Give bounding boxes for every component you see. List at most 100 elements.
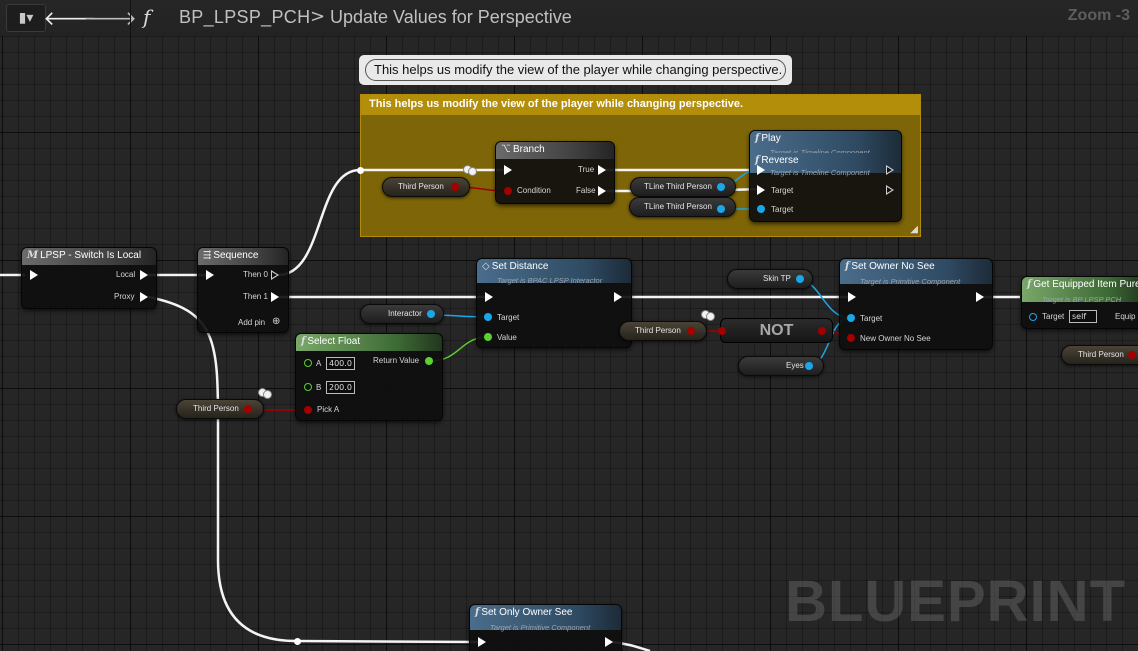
variable-tline-third-person[interactable]: TLine Third Person	[630, 177, 736, 197]
exec-out-pin[interactable]	[614, 292, 622, 302]
exec-in-pin[interactable]	[848, 292, 856, 302]
a-pin[interactable]	[304, 359, 312, 367]
object-out-pin[interactable]	[796, 275, 804, 283]
node-set-distance[interactable]: ◇Set Distance Target is BPAC LPSP Intera…	[476, 258, 632, 348]
object-out-pin[interactable]	[805, 362, 813, 370]
exec-out-then1-pin[interactable]	[271, 292, 279, 302]
b-value-field[interactable]: 200.0	[326, 381, 355, 394]
function-icon: f	[845, 261, 850, 272]
function-icon: f	[475, 607, 480, 618]
node-not[interactable]: NOT	[720, 318, 833, 343]
add-pin-button[interactable]: Add pin	[238, 318, 266, 327]
exec-out-proxy-pin[interactable]	[140, 292, 148, 302]
exec-out-pin[interactable]	[605, 637, 613, 647]
exec-in-pin[interactable]	[757, 165, 765, 175]
target-pin[interactable]	[757, 205, 765, 213]
watch-value-icon[interactable]	[258, 388, 272, 399]
resize-handle-icon[interactable]: ◢	[910, 224, 918, 235]
variable-third-person[interactable]: Third Person	[176, 399, 264, 419]
exec-out-local-pin[interactable]	[140, 270, 148, 280]
bool-out-pin[interactable]	[451, 183, 459, 191]
pin-label-local: Local	[116, 270, 136, 279]
exec-in-pin[interactable]	[485, 292, 493, 302]
pin-label-pick-a: Pick A	[317, 405, 340, 414]
bool-out-pin[interactable]	[1128, 351, 1136, 359]
object-out-pin[interactable]	[717, 205, 725, 213]
target-pin[interactable]	[1029, 313, 1037, 321]
target-pin[interactable]	[847, 314, 855, 322]
comment-title[interactable]: This helps us modify the view of the pla…	[361, 95, 920, 115]
node-subtitle: Target is BPAC LPSP Interactor	[497, 276, 603, 285]
not-out-pin[interactable]	[818, 327, 826, 335]
exec-out-pin[interactable]	[976, 292, 984, 302]
reroute-knot[interactable]	[357, 167, 364, 174]
variable-eyes[interactable]: Eyes	[738, 356, 824, 376]
reroute-knot[interactable]	[294, 638, 301, 645]
exec-out-then0-pin[interactable]	[271, 270, 279, 280]
exec-in-pin[interactable]	[757, 185, 765, 195]
blueprint-watermark: BLUEPRINT	[785, 569, 1126, 634]
variable-third-person[interactable]: Third Person	[1061, 345, 1138, 365]
exec-out-pin[interactable]	[886, 165, 894, 175]
bookmark-dropdown-button[interactable]: ▮▾	[6, 4, 46, 32]
node-title: Branch	[513, 144, 545, 155]
value-pin[interactable]	[484, 333, 492, 341]
pin-label-then0: Then 0	[243, 270, 268, 279]
variable-third-person[interactable]: Third Person	[382, 177, 470, 197]
variable-third-person[interactable]: Third Person	[619, 321, 707, 341]
breadcrumb-function[interactable]: Update Values for Perspective	[330, 7, 572, 27]
exec-out-true-pin[interactable]	[598, 165, 606, 175]
exec-in-pin[interactable]	[478, 637, 486, 647]
add-pin-icon[interactable]: ⊕	[272, 316, 281, 327]
variable-interactor[interactable]: Interactor	[360, 304, 444, 324]
bool-out-pin[interactable]	[687, 327, 695, 335]
object-out-pin[interactable]	[427, 310, 435, 318]
object-out-pin[interactable]	[717, 183, 725, 191]
breadcrumb-blueprint[interactable]: BP_LPSP_PCH	[179, 7, 311, 27]
exec-out-false-pin[interactable]	[598, 186, 606, 196]
b-pin[interactable]	[304, 383, 312, 391]
pick-a-pin[interactable]	[304, 406, 312, 414]
comment-bubble-text: This helps us modify the view of the pla…	[365, 59, 786, 81]
variable-label: Third Person	[398, 182, 444, 191]
bool-out-pin[interactable]	[244, 405, 252, 413]
exec-out-pin[interactable]	[886, 185, 894, 195]
pin-label-a: A	[316, 359, 322, 368]
variable-skin-tp[interactable]: Skin TP	[727, 269, 813, 289]
exec-in-pin[interactable]	[30, 270, 38, 280]
watch-value-icon[interactable]	[463, 165, 477, 176]
pin-label-target: Target	[1042, 312, 1065, 321]
node-sequence[interactable]: ⇶Sequence	[197, 247, 289, 333]
node-branch[interactable]: ⌥Branch	[495, 141, 615, 204]
variable-label: Interactor	[388, 309, 422, 318]
breadcrumb-separator: >	[310, 6, 326, 27]
variable-label: Eyes	[786, 361, 804, 370]
variable-label: Skin TP	[763, 274, 791, 283]
pin-label-false: False	[576, 186, 596, 195]
pin-label-condition: Condition	[517, 186, 551, 195]
return-value-pin[interactable]	[425, 357, 433, 365]
exec-in-pin[interactable]	[206, 270, 214, 280]
pin-label-new-owner-no-see: New Owner No See	[860, 334, 931, 343]
not-in-pin[interactable]	[718, 327, 726, 335]
self-value-field[interactable]: self	[1069, 310, 1097, 323]
exec-in-pin[interactable]	[504, 165, 512, 175]
bookmark-icon: ▮▾	[18, 10, 34, 26]
condition-pin[interactable]	[504, 187, 512, 195]
a-value-field[interactable]: 400.0	[326, 357, 355, 370]
target-pin[interactable]	[484, 313, 492, 321]
node-header: ◇Set Distance Target is BPAC LPSP Intera…	[477, 259, 631, 285]
watch-value-icon[interactable]	[701, 310, 715, 321]
comment-bubble[interactable]: This helps us modify the view of the pla…	[359, 55, 792, 85]
variable-tline-third-person[interactable]: TLine Third Person	[629, 197, 736, 217]
forward-arrow-icon[interactable]: 🡒	[83, 6, 137, 30]
new-owner-no-see-pin[interactable]	[847, 334, 855, 342]
back-arrow-icon[interactable]: 🡐	[43, 6, 97, 30]
